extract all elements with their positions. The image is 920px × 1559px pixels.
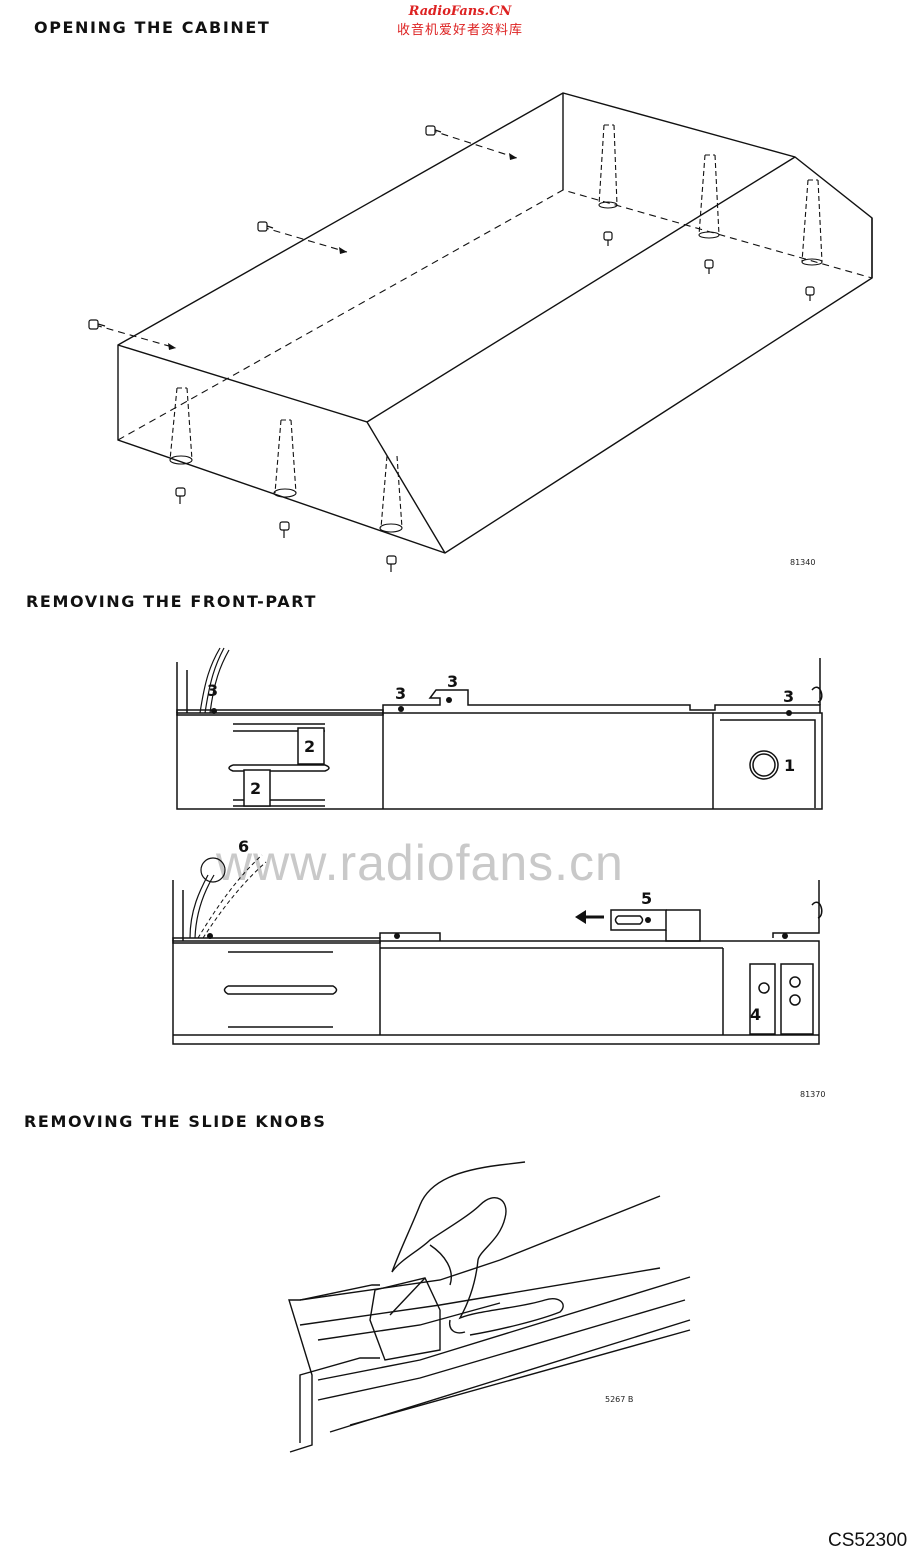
callout-3: 3 <box>447 672 458 691</box>
callout-3: 3 <box>395 684 406 703</box>
figure-code-cabinet: 81340 <box>790 558 816 567</box>
bottom-screw-icon <box>603 231 613 246</box>
side-screw-icon <box>257 221 274 232</box>
brand-stamp: RadioFans.CN 收音机爱好者资料库 <box>385 4 535 38</box>
bottom-screw-icon <box>386 555 397 572</box>
side-screw-icon <box>425 125 442 136</box>
callout-2: 2 <box>304 737 315 756</box>
front-part-diagram-top: 3 3 3 3 2 2 1 <box>176 647 823 810</box>
figure-code-front-part: 81370 <box>800 1090 826 1099</box>
callout-4: 4 <box>750 1005 761 1024</box>
callout-3: 3 <box>207 681 218 700</box>
callout-3: 3 <box>783 687 794 706</box>
watermark: www.radiofans.cn <box>216 835 624 891</box>
bottom-screw-icon <box>279 521 290 538</box>
bottom-screw-icon <box>805 286 815 301</box>
slide-knobs-diagram <box>288 1161 691 1453</box>
figure-code-slide-knobs: 5267 B <box>605 1395 634 1404</box>
brand-name: RadioFans.CN <box>408 4 512 19</box>
callout-5: 5 <box>641 889 652 908</box>
callout-2: 2 <box>250 779 261 798</box>
cabinet-diagram <box>88 92 873 572</box>
section-heading-removing-front-part: REMOVING THE FRONT-PART <box>26 592 317 611</box>
bottom-screw-icon <box>704 259 714 274</box>
document-code: CS52300 <box>828 1530 908 1551</box>
brand-subtitle: 收音机爱好者资料库 <box>396 23 523 38</box>
side-screw-icon <box>88 319 106 330</box>
callout-6: 6 <box>238 837 249 856</box>
bottom-screw-icon <box>175 487 186 504</box>
front-part-diagram-bottom: 6 5 4 <box>172 837 823 1045</box>
callout-1: 1 <box>784 756 795 775</box>
section-heading-opening-cabinet: OPENING THE CABINET <box>34 18 271 37</box>
section-heading-removing-slide-knobs: REMOVING THE SLIDE KNOBS <box>24 1112 327 1131</box>
